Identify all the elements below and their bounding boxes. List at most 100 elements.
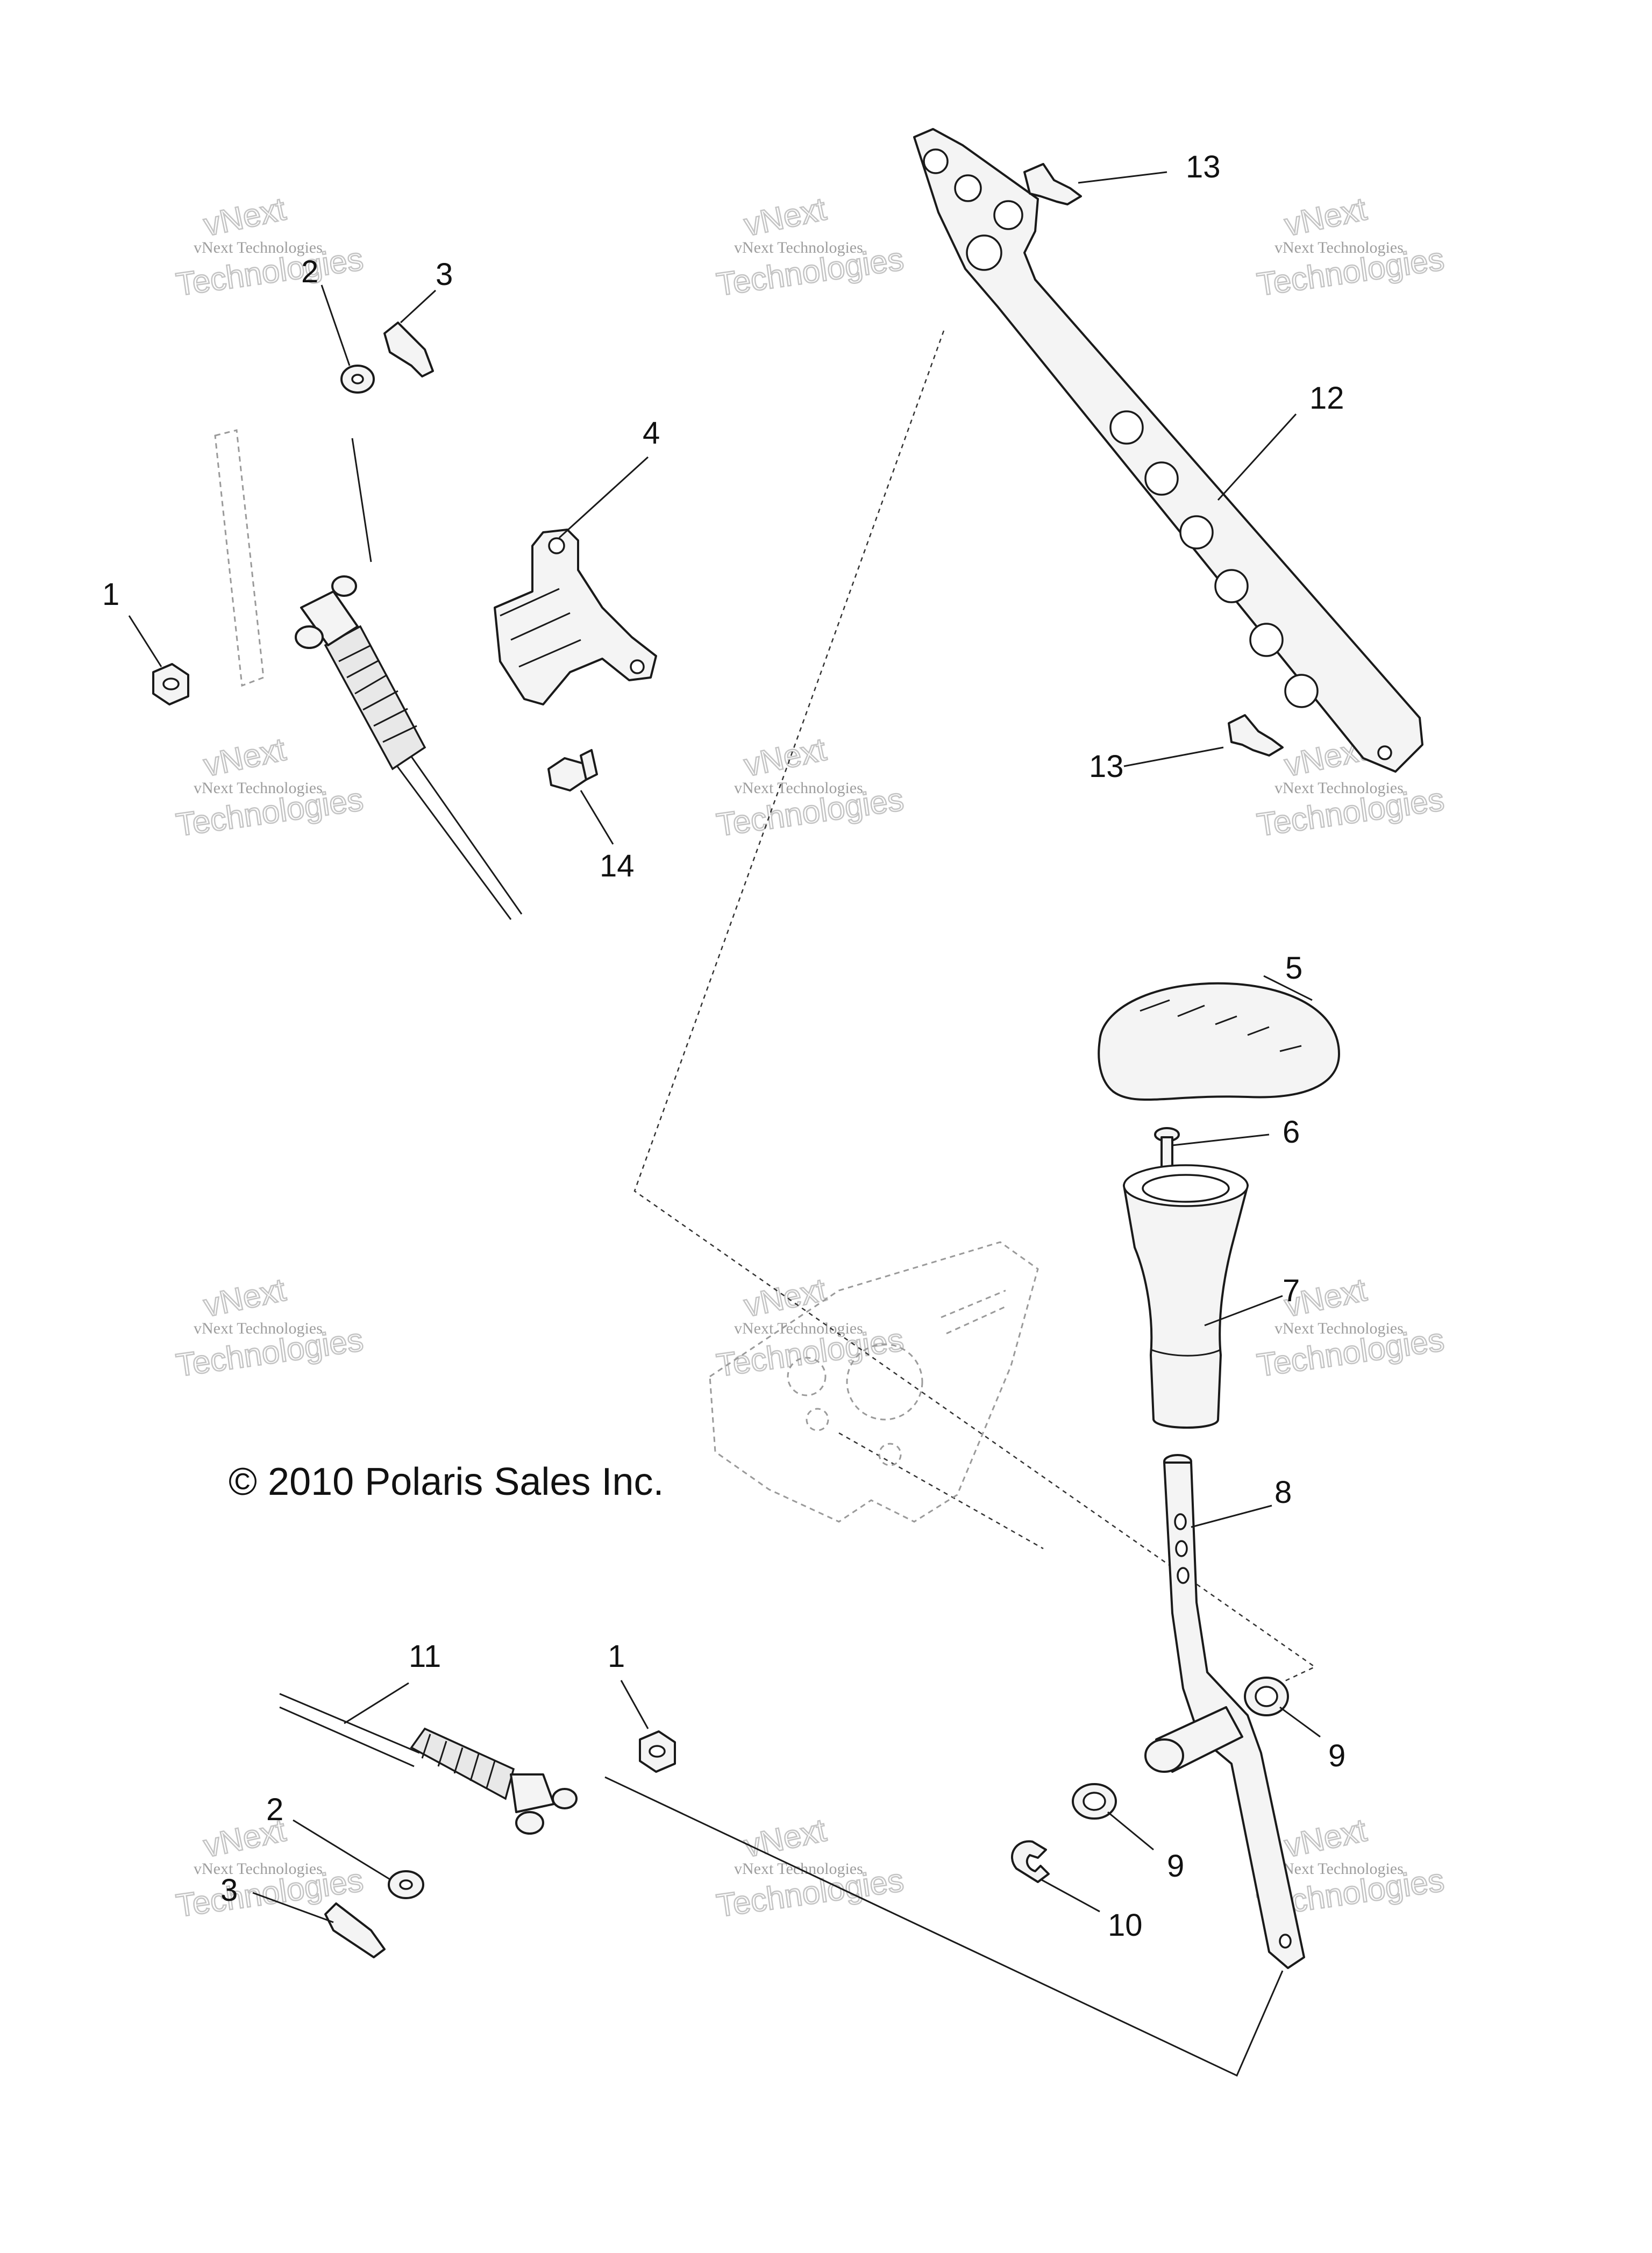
cable-upper-pin	[331, 575, 357, 597]
boot-seam	[1150, 1349, 1221, 1357]
watermark-text: vNext	[741, 191, 829, 243]
callout-1-top: 1	[102, 577, 119, 612]
brace-hole	[923, 148, 949, 174]
callout-3-bottom: 3	[220, 1873, 238, 1908]
lever-8	[1144, 1454, 1305, 1969]
callouts: 1 2 3 4 14 13 12 13 5 6 7 8 9 9 10 11 1 …	[102, 149, 1345, 1943]
leader-3-top	[400, 289, 437, 324]
cable-lower-end	[510, 1773, 555, 1813]
watermark-text: vNext Technologies	[1274, 1860, 1404, 1878]
watermark: vNext vNext Technologies Technologies	[173, 190, 366, 303]
ghost-cable-end	[214, 429, 265, 687]
leader-2-bottom	[293, 1819, 390, 1880]
cotter-pin-3-top	[383, 322, 434, 377]
brace-hole	[1109, 410, 1144, 445]
cable-upper	[295, 575, 523, 920]
watermark-text: vNext Technologies	[734, 239, 863, 256]
lever-notch	[1177, 1567, 1190, 1584]
leader-1-top	[128, 615, 162, 667]
boot-7	[1123, 1164, 1249, 1429]
ghost-bracket-hole	[806, 1408, 829, 1431]
cable-lower-pin	[552, 1788, 578, 1809]
lever-notch	[1175, 1540, 1188, 1557]
watermark-text: vNext Technologies	[194, 239, 323, 256]
brace-hole	[1144, 461, 1179, 496]
watermark-text: vNext	[741, 731, 829, 783]
spring-coils	[338, 644, 417, 743]
callout-9-right: 9	[1328, 1738, 1345, 1773]
cable-lower	[279, 1693, 578, 1835]
leader-7	[1204, 1295, 1283, 1327]
leader-14	[580, 790, 614, 845]
callout-13-bottom: 13	[1089, 749, 1124, 784]
callout-9-left: 9	[1167, 1849, 1184, 1884]
copyright-notice: © 2010 Polaris Sales Inc.	[229, 1460, 664, 1503]
bracket-ridges	[500, 588, 581, 668]
watermark-text: vNext	[201, 191, 289, 243]
brace-plate	[913, 128, 1423, 773]
callout-4: 4	[643, 416, 660, 451]
bolt-shank	[580, 749, 598, 781]
leader-9-left	[1107, 1811, 1154, 1851]
brace-hole	[1249, 623, 1284, 657]
bracket-hole	[548, 537, 565, 554]
screw-body	[1228, 714, 1284, 757]
screw-body	[1023, 163, 1082, 205]
dashed-assembly-line	[838, 1432, 1044, 1550]
watermark-text: vNext	[1281, 191, 1370, 243]
knob-5	[1098, 982, 1340, 1101]
brace-12	[913, 128, 1423, 773]
e-clip-10	[1010, 1840, 1050, 1883]
leader-11	[344, 1682, 409, 1724]
leader-10	[1040, 1878, 1100, 1913]
callout-8: 8	[1274, 1475, 1292, 1510]
knob-gear-markings	[1140, 999, 1302, 1052]
watermark: vNext vNext Technologies Technologies	[173, 1271, 366, 1384]
cable-lower-pin	[515, 1811, 544, 1835]
leader-lines	[128, 171, 1321, 1923]
watermark-text: vNext Technologies	[734, 779, 863, 797]
brace-hole	[1377, 745, 1392, 760]
watermark-text: vNext Technologies	[1274, 1320, 1404, 1337]
leader-2-top	[321, 284, 351, 366]
watermark-text: vNext	[741, 1812, 829, 1864]
brace-hole	[966, 234, 1002, 271]
dashed-assembly-line	[633, 330, 1316, 1689]
cable-lower-spring	[410, 1727, 515, 1800]
watermark: vNext vNext Technologies Technologies	[1254, 190, 1447, 303]
lever-notch	[1174, 1513, 1187, 1530]
ghost-bracket	[709, 1241, 1039, 1523]
bolt-14	[547, 749, 598, 792]
watermark-text: vNext Technologies	[194, 1320, 323, 1337]
nut-1-top-hole	[162, 678, 180, 690]
watermark-text: vNext	[741, 1272, 829, 1324]
leader-3-bottom	[252, 1892, 334, 1923]
callout-14: 14	[600, 849, 635, 883]
bracket-body	[494, 529, 657, 705]
callout-12: 12	[1309, 381, 1344, 416]
callout-11: 11	[409, 1639, 441, 1674]
nut-1-bottom-hole	[649, 1745, 666, 1758]
callout-10: 10	[1108, 1908, 1143, 1943]
watermark-text: vNext Technologies	[194, 779, 323, 797]
lever-end-hole	[1279, 1934, 1292, 1949]
leader-8	[1191, 1505, 1272, 1528]
ghost-bracket-hole	[878, 1443, 902, 1466]
leader-13-top	[1078, 171, 1167, 184]
cotter-pin-3-bottom	[324, 1902, 386, 1958]
leader-6	[1172, 1133, 1270, 1146]
spring-coils	[421, 1734, 496, 1788]
leader-12	[1217, 413, 1297, 501]
brace-hole	[1179, 515, 1214, 550]
watermark: vNext vNext Technologies Technologies	[714, 1811, 907, 1924]
ghost-bracket-pin	[941, 1289, 1006, 1335]
screw-13-bottom	[1228, 714, 1284, 757]
bracket-hole	[630, 659, 645, 674]
boot-inner	[1142, 1174, 1230, 1203]
assembly-line	[604, 1776, 1284, 2077]
cable-upper-line	[394, 752, 523, 920]
washer-2-bottom-hole	[399, 1879, 413, 1890]
screw-13-top	[1023, 163, 1082, 205]
knob-body	[1098, 982, 1340, 1101]
callout-6: 6	[1283, 1115, 1300, 1150]
